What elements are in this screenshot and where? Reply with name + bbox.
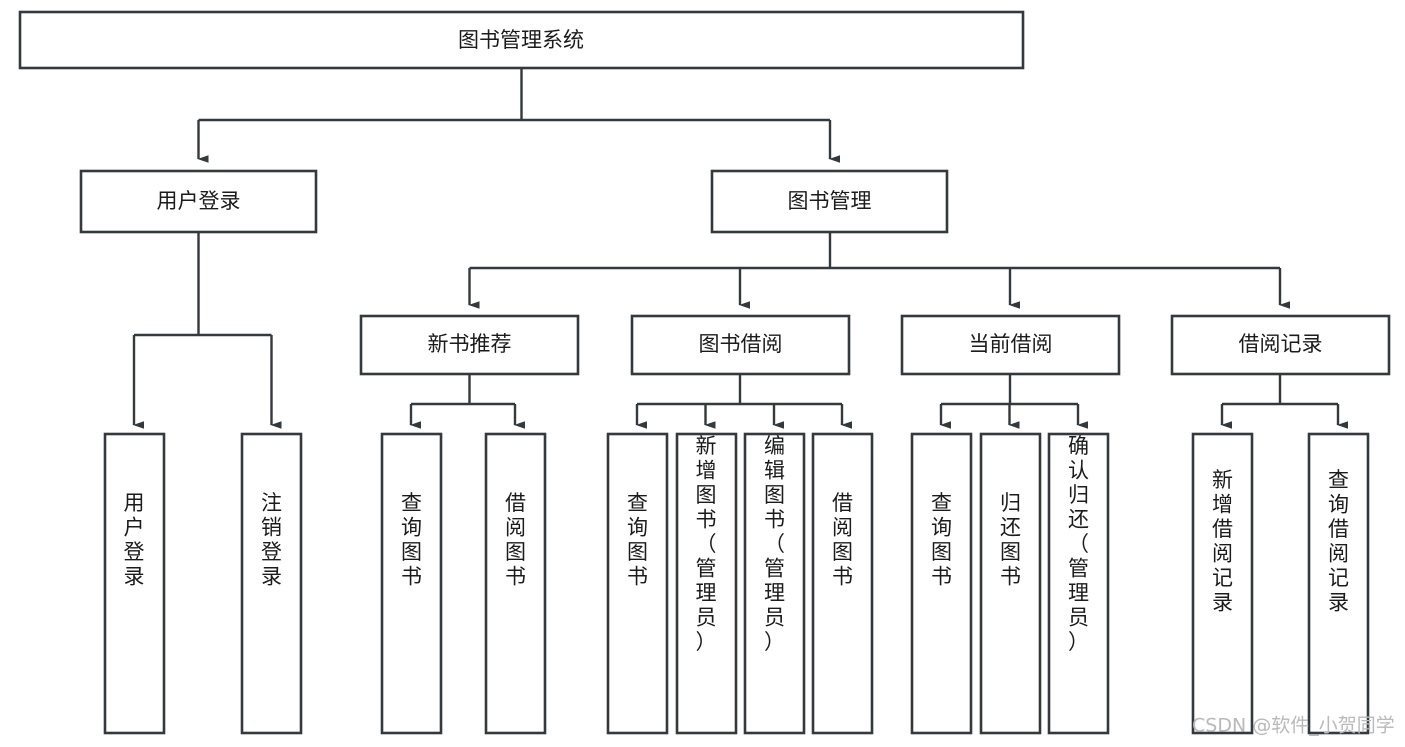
leaf-newbook-borrow-label: 借阅图书: [505, 491, 526, 589]
leaf-node-user-login-login[interactable]: 用户登录: [103, 432, 166, 735]
leaf-node-borrowrecord-add[interactable]: 新增借阅记录: [1191, 432, 1254, 735]
leaf-currentborrow-return-label: 归还图书: [1000, 491, 1021, 589]
node-book-management-rect[interactable]: [710, 169, 949, 234]
leaf-user-login-login-label: 用户登录: [124, 491, 145, 589]
leaf-bookborrow-edit-label: 编辑图书（管理员）: [764, 434, 785, 654]
node-new-book-recommend-label: 新书推荐: [428, 332, 512, 356]
leaf-node-user-login-logout[interactable]: 注销登录: [240, 432, 303, 735]
node-current-borrow-rect[interactable]: [900, 314, 1121, 376]
leaf-node-bookborrow-edit[interactable]: 编辑图书（管理员）: [743, 432, 806, 735]
node-book-management-label: 图书管理: [788, 189, 872, 213]
leaf-bookborrow-borrow-rect[interactable]: [811, 432, 874, 735]
node-book-management[interactable]: 图书管理: [710, 169, 949, 234]
leaf-newbook-query-rect[interactable]: [380, 432, 443, 735]
node-new-book-recommend[interactable]: 新书推荐: [359, 314, 580, 376]
leaf-borrowrecord-query-rect[interactable]: [1307, 432, 1370, 735]
leaf-node-currentborrow-confirm[interactable]: 确认归还（管理员）: [1047, 432, 1110, 735]
leaf-user-login-logout-label: 注销登录: [261, 491, 282, 589]
node-root-label: 图书管理系统: [458, 28, 584, 52]
leaf-bookborrow-add-label: 新增图书（管理员）: [696, 434, 717, 654]
leaf-bookborrow-edit-rect[interactable]: [743, 432, 806, 735]
leaf-borrowrecord-add-label: 新增借阅记录: [1212, 468, 1233, 615]
leaf-user-login-login-rect[interactable]: [103, 432, 166, 735]
leaf-borrowrecord-add-rect[interactable]: [1191, 432, 1254, 735]
node-root-book-management-system[interactable]: 图书管理系统: [18, 10, 1025, 70]
node-book-borrow-rect[interactable]: [630, 314, 851, 376]
leaf-newbook-borrow-rect[interactable]: [484, 432, 547, 735]
leaf-user-login-logout-rect[interactable]: [240, 432, 303, 735]
leaf-currentborrow-query-rect[interactable]: [910, 432, 973, 735]
leaf-node-bookborrow-add[interactable]: 新增图书（管理员）: [675, 432, 738, 735]
leaf-currentborrow-return-rect[interactable]: [979, 432, 1042, 735]
node-user-login-rect[interactable]: [79, 169, 318, 234]
leaf-bookborrow-add-rect[interactable]: [675, 432, 738, 735]
node-current-borrow-label: 当前借阅: [969, 332, 1053, 356]
node-root-rect[interactable]: [18, 10, 1025, 70]
leaf-node-newbook-query[interactable]: 查询图书: [380, 432, 443, 735]
leaf-node-currentborrow-return[interactable]: 归还图书: [979, 432, 1042, 735]
node-borrow-record-rect[interactable]: [1170, 314, 1391, 376]
leaf-currentborrow-confirm-rect[interactable]: [1047, 432, 1110, 735]
leaf-currentborrow-query-label: 查询图书: [931, 491, 952, 589]
leaf-newbook-query-label: 查询图书: [401, 491, 422, 589]
leaf-bookborrow-query-label: 查询图书: [627, 491, 648, 589]
node-book-borrow[interactable]: 图书借阅: [630, 314, 851, 376]
node-borrow-record-label: 借阅记录: [1239, 332, 1323, 356]
leaf-borrowrecord-query-label: 查询借阅记录: [1328, 468, 1349, 615]
csdn-watermark: CSDN @软件_小贺同学: [1192, 715, 1395, 737]
leaf-node-newbook-borrow[interactable]: 借阅图书: [484, 432, 547, 735]
leaf-node-currentborrow-query[interactable]: 查询图书: [910, 432, 973, 735]
node-user-login[interactable]: 用户登录: [79, 169, 318, 234]
leaf-bookborrow-borrow-label: 借阅图书: [832, 491, 853, 589]
leaf-currentborrow-confirm-label: 确认归还（管理员）: [1068, 434, 1089, 654]
leaf-node-borrowrecord-query[interactable]: 查询借阅记录: [1307, 432, 1370, 735]
node-user-login-label: 用户登录: [157, 189, 241, 213]
node-current-borrow[interactable]: 当前借阅: [900, 314, 1121, 376]
leaf-node-bookborrow-query[interactable]: 查询图书: [606, 432, 669, 735]
node-book-borrow-label: 图书借阅: [699, 332, 783, 356]
leaf-bookborrow-query-rect[interactable]: [606, 432, 669, 735]
node-new-book-recommend-rect[interactable]: [359, 314, 580, 376]
node-borrow-record[interactable]: 借阅记录: [1170, 314, 1391, 376]
connector-layer: [132, 68, 1348, 429]
leaf-node-bookborrow-borrow[interactable]: 借阅图书: [811, 432, 874, 735]
